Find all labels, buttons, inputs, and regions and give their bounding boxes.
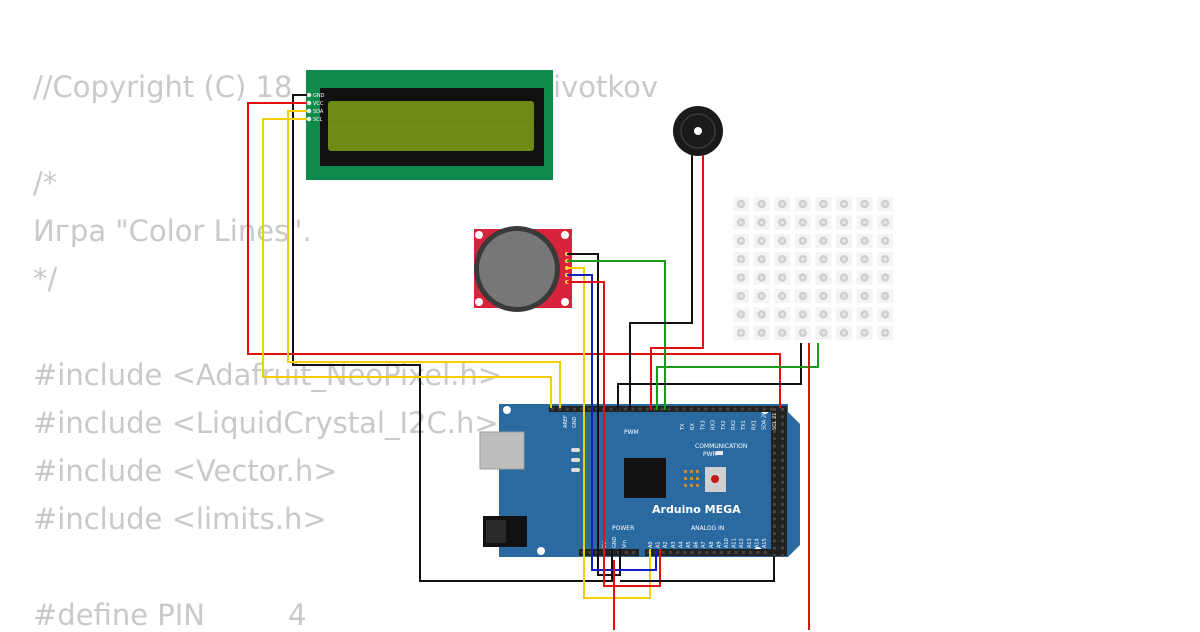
code-line: #include <Vector.h> xyxy=(33,454,338,488)
comm-pin-label: TX2 xyxy=(721,420,727,431)
aref-label: AREF xyxy=(563,415,569,428)
analog-pin-label: A14 xyxy=(754,538,760,548)
code-line: #include <LiquidCrystal_I2C.h> xyxy=(33,406,499,440)
lcd-display[interactable]: GND VCC SDA SCL xyxy=(306,70,553,180)
comm-pin-label: RX xyxy=(690,423,696,430)
comm-pin-label: RX3 xyxy=(711,420,717,430)
led-matrix[interactable] xyxy=(733,197,894,340)
analog-pin-label: A10 xyxy=(724,538,730,548)
usb-port xyxy=(480,432,524,469)
board-name: Arduino MEGA xyxy=(652,503,741,516)
power-pin-label: GND xyxy=(612,536,618,548)
lcd-pin-scl-label: SCL xyxy=(313,117,323,123)
wire-matrix-gnd xyxy=(617,343,802,410)
wires xyxy=(247,94,819,630)
analog-in-label: ANALOG IN xyxy=(691,525,724,532)
analog-pin-label: A6 xyxy=(694,541,700,548)
analog-pin-label: A3 xyxy=(671,541,677,548)
analog-pin-label: A11 xyxy=(732,538,738,548)
wire-lcd-scl xyxy=(262,118,552,408)
comm-pin-label: SDA 20 xyxy=(762,412,768,430)
analog-pin-label: A1 xyxy=(656,541,662,548)
analog-pin-label: A13 xyxy=(747,538,753,548)
wire-lcd-sda xyxy=(287,110,561,408)
wire-joystick-sw xyxy=(567,281,661,587)
analog-pin-label: A8 xyxy=(709,541,715,548)
wire-black-right xyxy=(620,556,775,582)
wire-buzzer-signal xyxy=(650,155,704,410)
wire-buzzer-gnd xyxy=(629,155,693,410)
analog-pin-label: A9 xyxy=(716,541,722,548)
wire-lcd-vcc xyxy=(247,102,781,408)
joystick-module[interactable] xyxy=(474,226,572,312)
comm-pin-label: RX1 xyxy=(751,420,757,430)
comm-pin-label: TX1 xyxy=(741,420,747,431)
wire-joystick-vcc xyxy=(567,260,666,410)
wire-lcd-gnd xyxy=(292,94,613,582)
code-line: ivotkov xyxy=(553,70,658,104)
lcd-pin-sda-label: SDA xyxy=(313,109,324,115)
comm-pin-label: TX3 xyxy=(700,420,706,431)
lcd-pin-gnd-label: GND xyxy=(313,93,325,99)
wire-matrix-din xyxy=(656,343,819,410)
comm-pin-label: RX2 xyxy=(731,420,737,430)
analog-pin-label: A15 xyxy=(762,538,768,548)
pwm-label: PWM xyxy=(624,429,639,436)
comm-pin-label: TX xyxy=(680,423,686,431)
code-line: #define PIN 4 xyxy=(33,598,307,632)
power-pin-label: Vin xyxy=(622,540,628,548)
lcd-pin-vcc-label: VCC xyxy=(313,101,324,107)
code-line: #include <Adafruit_NeoPixel.h> xyxy=(33,358,503,392)
communication-label: COMMUNICATION xyxy=(695,443,747,450)
code-line: //Copyright (C) 18 xyxy=(33,70,293,104)
pwr-led xyxy=(716,451,723,455)
analog-pin-label: A2 xyxy=(663,541,669,548)
wire-joystick-gnd xyxy=(567,253,621,576)
arduino-mega-board[interactable]: PWM COMMUNICATION PWR Arduino MEGA POWER… xyxy=(479,404,800,557)
analog-pin-label: A7 xyxy=(701,541,707,548)
buzzer[interactable] xyxy=(673,106,723,156)
pwr-led-label: PWR xyxy=(703,451,717,458)
mcu-chip xyxy=(624,458,666,498)
analog-pin-label: A0 xyxy=(648,541,654,548)
power-label: POWER xyxy=(612,525,634,532)
comm-pin-label: SCL 21 xyxy=(772,413,778,430)
code-line: /* xyxy=(33,166,58,200)
gnd-label: GND xyxy=(572,416,578,428)
analog-pin-label: A4 xyxy=(678,541,684,548)
analog-pin-label: A5 xyxy=(686,541,692,548)
wire-joystick-vry xyxy=(567,274,657,571)
code-line: #include <limits.h> xyxy=(33,502,327,536)
code-line: */ xyxy=(33,262,58,296)
analog-pin-label: A12 xyxy=(739,538,745,548)
